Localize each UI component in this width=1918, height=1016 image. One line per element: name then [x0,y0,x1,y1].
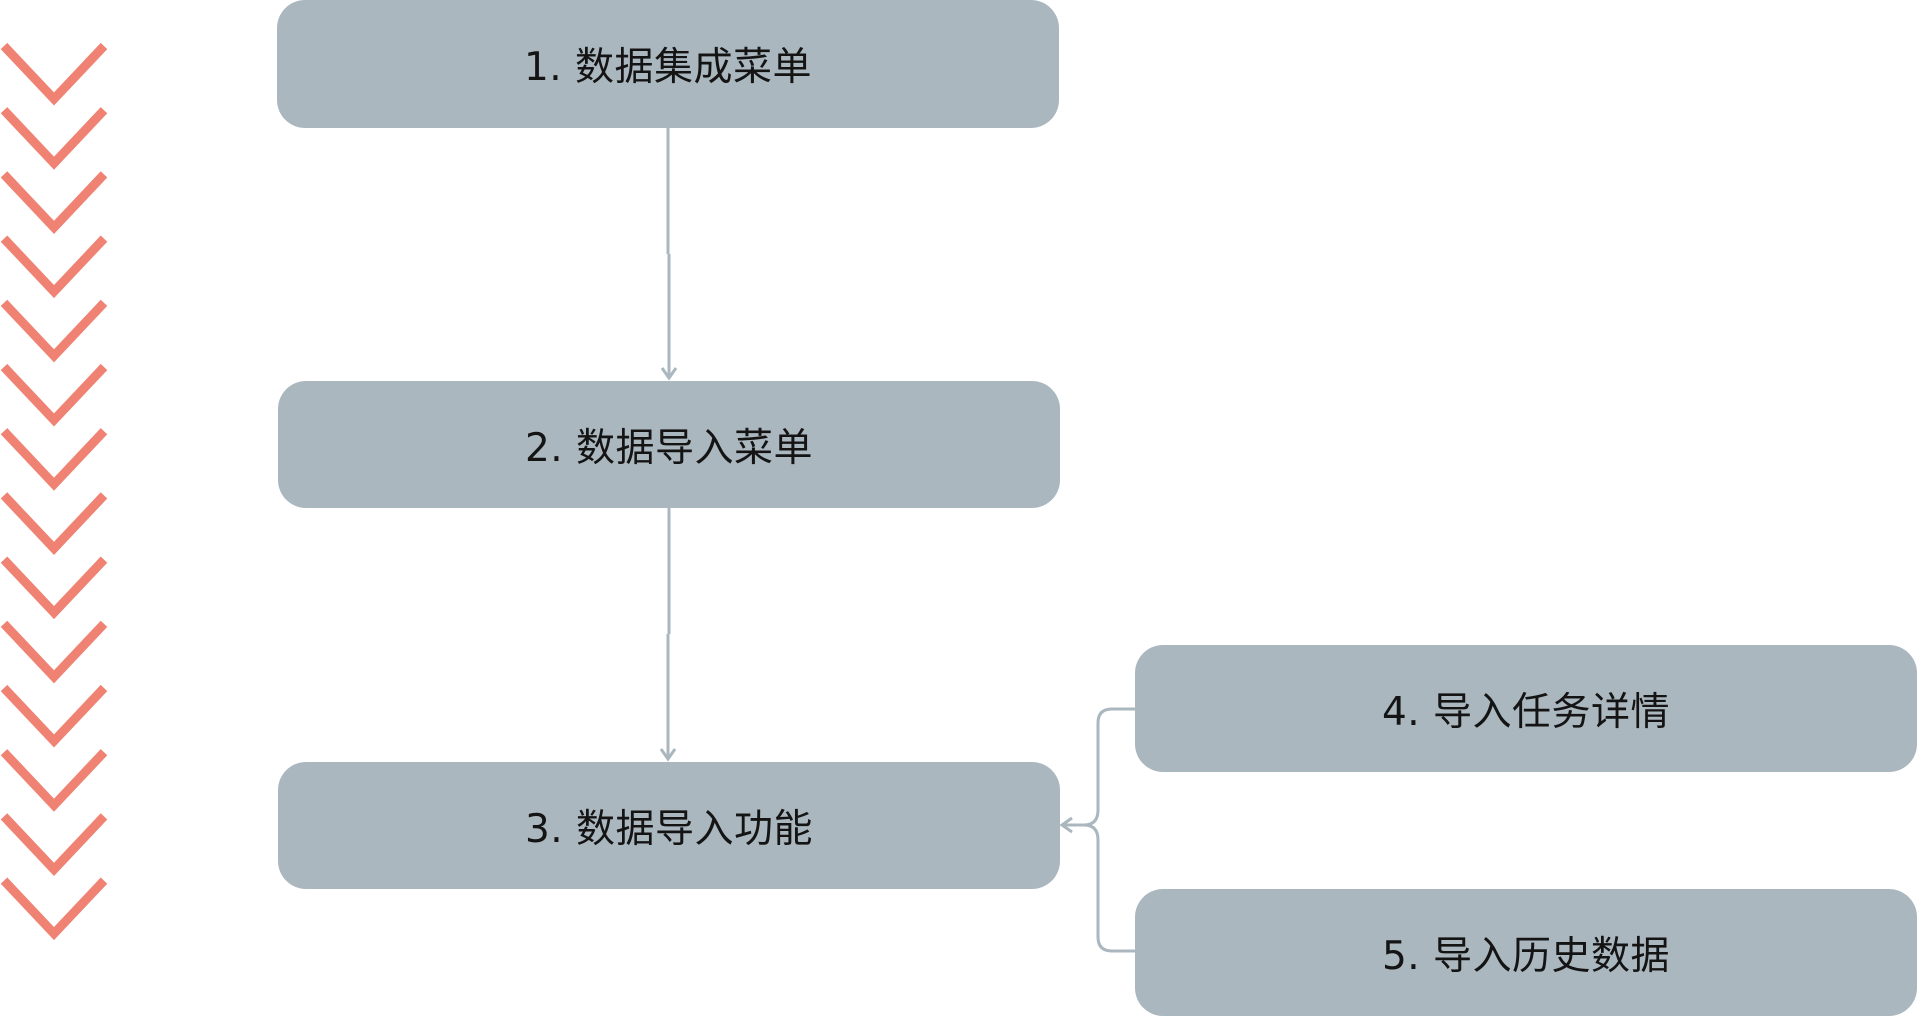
chevron-down-icon [0,556,108,620]
chevron-down-icon [0,42,108,106]
chevron-down-icon [0,363,108,427]
arrowhead-1-to-2 [660,367,678,381]
edge-1-to-2 [666,128,671,376]
chevron-down-icon [0,107,108,170]
node-label: 4. 导入任务详情 [1381,689,1671,735]
chevron-down-icon [0,299,108,363]
node-label: 2. 数据导入菜单 [524,425,814,471]
connectors [659,128,1135,953]
node-data-import-function[interactable]: 3. 数据导入功能 [278,762,1060,889]
chevron-down-icon [0,813,108,876]
chevron-down-icon [0,749,108,812]
edge-2-to-3 [666,508,671,757]
chevron-down-icon [0,428,108,491]
chevron-down-icon [0,171,108,234]
chevron-down-icon [0,492,108,555]
node-import-task-details[interactable]: 4. 导入任务详情 [1135,645,1917,772]
chevron-down-icon [0,877,108,941]
node-label: 5. 导入历史数据 [1381,933,1671,979]
node-label: 1. 数据集成菜单 [523,45,813,90]
arrowhead-to-3 [1059,816,1073,834]
chevron-down-icon [0,235,108,299]
chevron-down-icon [0,684,108,748]
chevron-column [0,42,108,941]
node-import-history-data[interactable]: 5. 导入历史数据 [1135,889,1917,1016]
node-label: 3. 数据导入功能 [524,806,814,852]
arrowhead-2-to-3 [659,748,677,762]
node-data-integration-menu[interactable]: 1. 数据集成菜单 [277,0,1059,128]
node-data-import-menu[interactable]: 2. 数据导入菜单 [278,381,1060,508]
edge-5-to-3 [1083,823,1135,953]
chevron-down-icon [0,620,108,684]
edge-4-to-3 [1064,707,1135,827]
